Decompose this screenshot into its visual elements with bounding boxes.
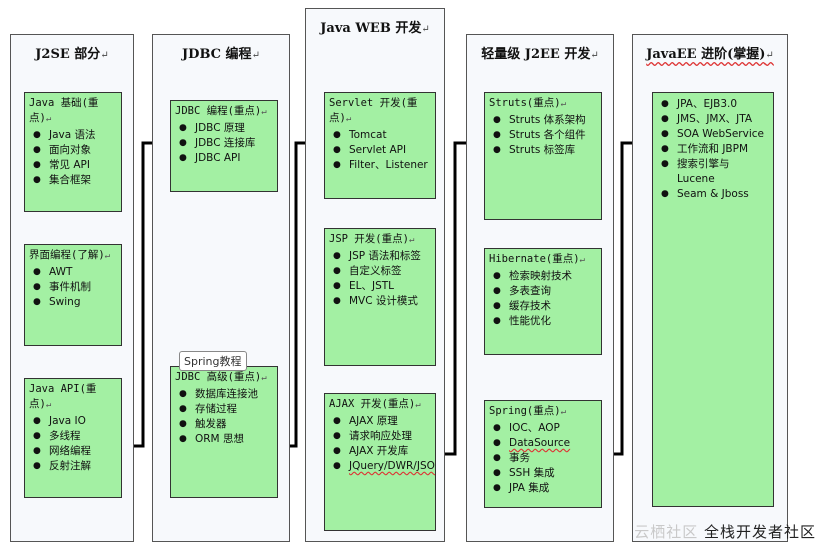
list-item: Java 语法 xyxy=(33,128,117,143)
list-item: AJAX 开发库 xyxy=(333,444,431,459)
column-title: J2SE 部分↵ xyxy=(35,47,109,62)
list-item: Struts 各个组件 xyxy=(493,128,597,143)
list-item: 搜索引擎与 Lucene xyxy=(661,157,769,187)
list-item: IOC、AOP xyxy=(493,421,597,436)
box-ajax: AJAX 开发(重点)↵ AJAX 原理 请求响应处理 AJAX 开发库 JQu… xyxy=(324,393,436,531)
box-jdbc-programming: JDBC 编程(重点)↵ JDBC 原理 JDBC 连接库 JDBC API xyxy=(170,100,278,192)
box-title: JDBC 高级(重点) xyxy=(175,371,262,383)
box-spring: Spring(重点)↵ IOC、AOP DataSource 事务 SSH 集成… xyxy=(484,400,602,508)
box-title: JDBC 编程(重点) xyxy=(175,105,262,117)
box-title: Java API(重点) xyxy=(29,383,97,410)
box-title: Java 基础(重点) xyxy=(29,97,99,124)
list-item: 事务 xyxy=(493,451,597,466)
list-item: 性能优化 xyxy=(493,314,597,329)
box-servlet: Servlet 开发(重点)↵ Tomcat Servlet API Filte… xyxy=(324,92,436,199)
list-item: JPA、EJB3.0 xyxy=(661,97,769,112)
box-javaee-topics: JPA、EJB3.0 JMS、JMX、JTA SOA WebService 工作… xyxy=(652,92,774,507)
list-item: 自定义标签 xyxy=(333,264,431,279)
box-title: 界面编程(了解) xyxy=(29,249,105,261)
list-item: JDBC API xyxy=(179,151,273,166)
box-title: Hibernate(重点) xyxy=(489,253,580,265)
box-gui-programming: 界面编程(了解)↵ AWT 事件机制 Swing xyxy=(24,244,122,346)
list-item: AJAX 原理 xyxy=(333,414,431,429)
box-title: JSP 开发(重点) xyxy=(329,233,409,245)
list-item: 多线程 xyxy=(33,429,117,444)
list-item: 多表查询 xyxy=(493,284,597,299)
list-item: MVC 设计模式 xyxy=(333,294,431,309)
box-jsp: JSP 开发(重点)↵ JSP 语法和标签 自定义标签 EL、JSTL MVC … xyxy=(324,228,436,366)
list-item: 面向对象 xyxy=(33,143,117,158)
column-title: JavaEE 进阶(掌握)↵ xyxy=(646,47,774,62)
list-item: AWT xyxy=(33,265,117,280)
box-jdbc-advanced: JDBC 高级(重点)↵ 数据库连接池 存储过程 触发器 ORM 思想 xyxy=(170,366,278,498)
list-item: JDBC 连接库 xyxy=(179,136,273,151)
box-hibernate: Hibernate(重点)↵ 检索映射技术 多表查询 缓存技术 性能优化 xyxy=(484,248,602,355)
box-title: Struts(重点) xyxy=(489,97,561,109)
column-title: Java WEB 开发↵ xyxy=(320,21,430,36)
list-item: SOA WebService xyxy=(661,127,769,142)
list-item: 集合框架 xyxy=(33,173,117,188)
list-item: Struts 标签库 xyxy=(493,143,597,158)
list-item: ORM 思想 xyxy=(179,432,273,447)
list-item: 触发器 xyxy=(179,417,273,432)
list-item: 检索映射技术 xyxy=(493,269,597,284)
list-item: 工作流和 JBPM xyxy=(661,142,769,157)
list-item: 缓存技术 xyxy=(493,299,597,314)
spring-tutorial-tooltip[interactable]: Spring教程 xyxy=(179,351,247,371)
list-item: Java IO xyxy=(33,414,117,429)
list-item: Filter、Listener xyxy=(333,158,431,173)
list-item: EL、JSTL xyxy=(333,279,431,294)
box-title: AJAX 开发(重点) xyxy=(329,398,416,410)
column-title: JDBC 编程↵ xyxy=(182,47,260,62)
list-item: JQuery/DWR/JSON xyxy=(333,459,435,474)
list-item: Struts 体系架构 xyxy=(493,113,597,128)
box-java-api: Java API(重点)↵ Java IO 多线程 网络编程 反射注解 xyxy=(24,378,122,498)
list-item: JDBC 原理 xyxy=(179,121,273,136)
box-java-basics: Java 基础(重点)↵ Java 语法 面向对象 常见 API 集合框架 xyxy=(24,92,122,212)
box-title: Spring(重点) xyxy=(489,405,561,417)
list-item: JPA 集成 xyxy=(493,481,597,496)
list-item: 数据库连接池 xyxy=(179,387,273,402)
list-item: 网络编程 xyxy=(33,444,117,459)
list-item: JMS、JMX、JTA xyxy=(661,112,769,127)
list-item: DataSource xyxy=(493,436,597,451)
list-item: JSP 语法和标签 xyxy=(333,249,431,264)
list-item: Seam & Jboss xyxy=(661,187,769,202)
list-item: SSH 集成 xyxy=(493,466,597,481)
list-item: Swing xyxy=(33,295,117,310)
list-item: 请求响应处理 xyxy=(333,429,431,444)
column-title: 轻量级 J2EE 开发↵ xyxy=(481,47,599,62)
box-title: Servlet 开发(重点) xyxy=(329,97,418,124)
list-item: Servlet API xyxy=(333,143,431,158)
list-item: Tomcat xyxy=(333,128,431,143)
list-item: 常见 API xyxy=(33,158,117,173)
list-item: 存储过程 xyxy=(179,402,273,417)
box-struts: Struts(重点)↵ Struts 体系架构 Struts 各个组件 Stru… xyxy=(484,92,602,220)
list-item: 事件机制 xyxy=(33,280,117,295)
watermark: 云栖社区 全栈开发者社区 xyxy=(634,523,816,541)
list-item: 反射注解 xyxy=(33,459,117,474)
